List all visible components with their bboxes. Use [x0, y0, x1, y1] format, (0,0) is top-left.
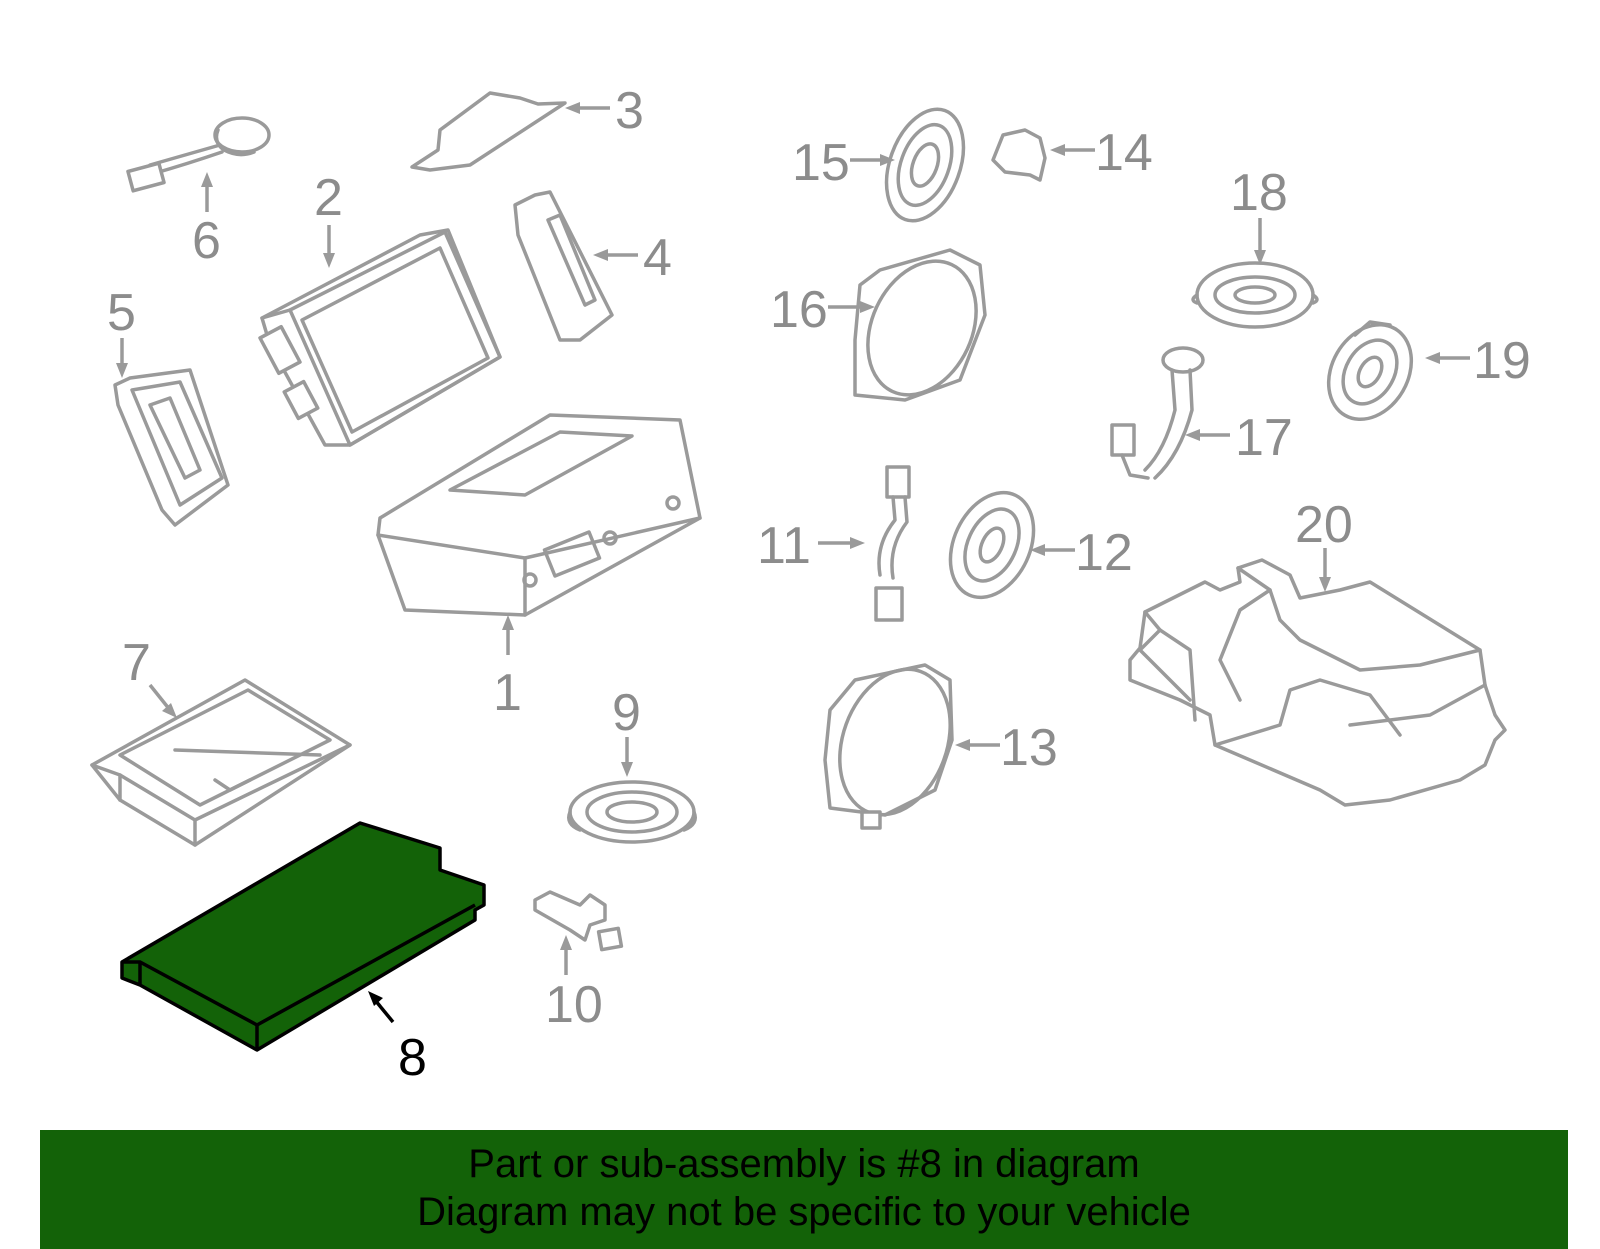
- part-20-housing[interactable]: [1128, 558, 1507, 807]
- callout-9: 9: [612, 684, 641, 742]
- part-14-clip[interactable]: [991, 128, 1047, 182]
- callout-14: 14: [1095, 124, 1153, 182]
- part-8-highlighted-module[interactable]: [120, 821, 486, 1052]
- notice-line-1: Part or sub-assembly is #8 in diagram: [468, 1142, 1140, 1186]
- part-4-module[interactable]: [513, 190, 614, 342]
- callout-7: 7: [122, 634, 151, 692]
- callout-18: 18: [1230, 164, 1288, 222]
- callout-3: 3: [615, 82, 644, 140]
- part-2-display[interactable]: [258, 228, 502, 447]
- part-15-speaker[interactable]: [872, 99, 977, 232]
- callout-5: 5: [107, 284, 136, 342]
- callout-19: 19: [1473, 332, 1531, 390]
- part-7-tray[interactable]: [90, 678, 352, 847]
- callout-16: 16: [770, 281, 828, 339]
- part-19-speaker[interactable]: [1312, 310, 1428, 435]
- part-11-cable[interactable]: [874, 465, 911, 622]
- callout-12: 12: [1075, 524, 1133, 582]
- callout-8: 8: [398, 1029, 427, 1087]
- callout-6: 6: [192, 212, 221, 270]
- callout-15: 15: [792, 134, 850, 192]
- part-12-tweeter[interactable]: [934, 479, 1049, 611]
- callout-20: 20: [1295, 496, 1353, 554]
- callout-labels: 1 2 3 4 5 6 7 8 9 10 11 12 13 14 15 16 1…: [107, 82, 1531, 1087]
- parts-diagram: 1 2 3 4 5 6 7 8 9 10 11 12 13 14 15 16 1…: [90, 82, 1531, 1087]
- callout-2: 2: [314, 169, 343, 227]
- part-10-connector[interactable]: [533, 890, 624, 952]
- leader-arrows: [116, 102, 1470, 1024]
- notice-line-2: Diagram may not be specific to your vehi…: [417, 1190, 1191, 1234]
- part-5-module[interactable]: [113, 368, 230, 527]
- part-13-woofer[interactable]: [820, 654, 969, 831]
- part-1-head-unit[interactable]: [376, 413, 702, 617]
- part-16-woofer[interactable]: [847, 243, 997, 412]
- callout-13: 13: [1000, 719, 1058, 777]
- callout-1: 1: [493, 664, 522, 722]
- callout-4: 4: [643, 229, 672, 287]
- part-17-lead[interactable]: [1110, 346, 1205, 480]
- callout-10: 10: [545, 976, 603, 1034]
- part-6-antenna-lead[interactable]: [126, 116, 271, 193]
- part-3-bracket[interactable]: [410, 91, 567, 172]
- callout-17: 17: [1235, 409, 1293, 467]
- callout-11: 11: [757, 517, 811, 575]
- part-18-speaker[interactable]: [1191, 261, 1319, 329]
- part-9-speaker[interactable]: [567, 780, 697, 844]
- notice-banner: Part or sub-assembly is #8 in diagram Di…: [40, 1130, 1568, 1249]
